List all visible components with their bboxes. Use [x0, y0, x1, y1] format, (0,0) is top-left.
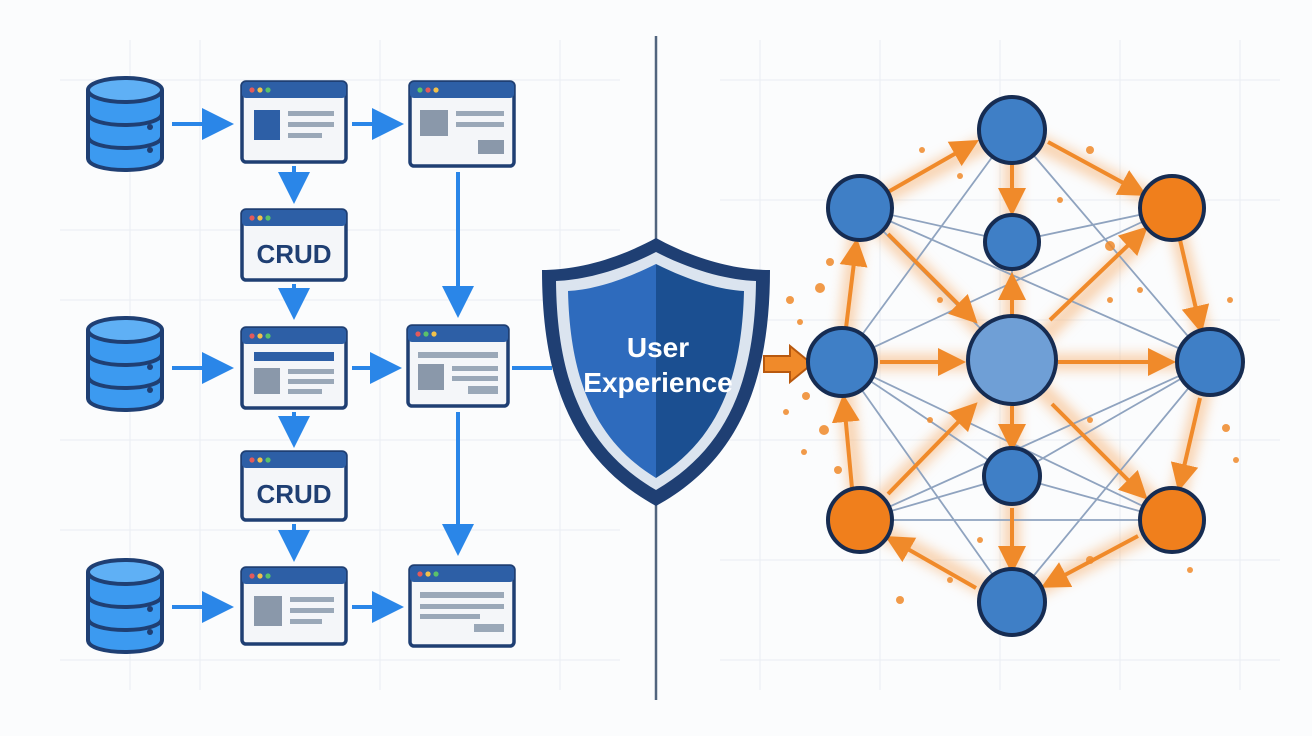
shield-output-arrow	[763, 343, 814, 385]
network-graph-icon	[783, 95, 1245, 637]
graph-node	[977, 567, 1047, 637]
database-icon	[86, 558, 164, 654]
browser-window-icon	[408, 564, 516, 648]
shield-title-line2: Experience	[583, 367, 732, 398]
browser-window-icon	[240, 326, 348, 410]
shield-icon: User Experience	[542, 238, 770, 506]
graph-node	[983, 213, 1041, 271]
graph-node	[1138, 174, 1206, 242]
crud-window: CRUD	[240, 208, 348, 282]
graph-node	[826, 486, 894, 554]
graph-node	[977, 95, 1047, 165]
browser-window-icon	[406, 324, 510, 408]
graph-node	[982, 446, 1042, 506]
browser-window-icon	[240, 566, 348, 646]
crud-label: CRUD	[256, 239, 331, 269]
graph-node	[826, 174, 894, 242]
crud-window: CRUD	[240, 450, 348, 522]
graph-node	[1138, 486, 1206, 554]
shield-title-line1: User	[627, 332, 689, 363]
browser-window-icon	[408, 80, 516, 168]
graph-node	[966, 314, 1058, 406]
graph-node	[1175, 327, 1245, 397]
browser-window-icon	[240, 80, 348, 164]
crud-label: CRUD	[256, 479, 331, 509]
graph-node	[806, 326, 878, 398]
database-icon	[86, 316, 164, 412]
flow-arrows	[172, 108, 552, 623]
database-icon	[86, 76, 164, 172]
